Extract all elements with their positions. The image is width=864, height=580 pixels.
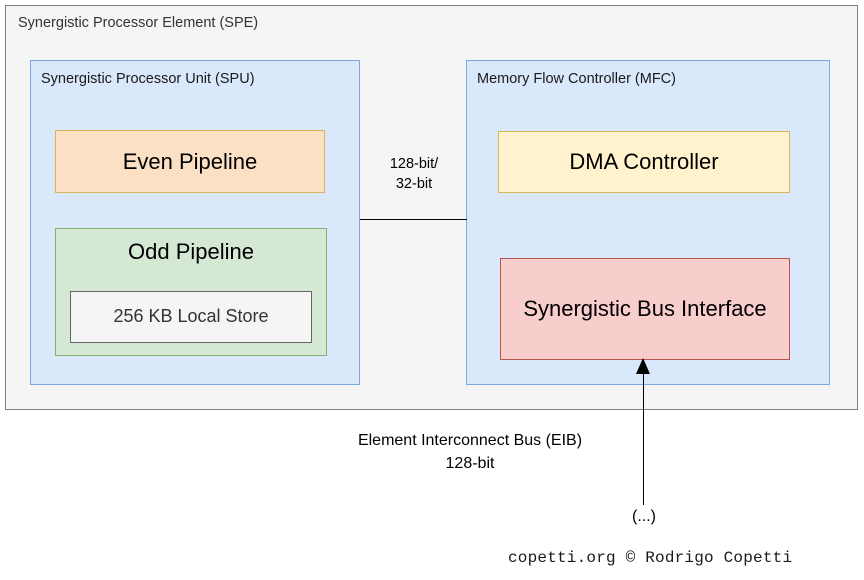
node-even-pipeline: Even Pipeline bbox=[55, 130, 325, 193]
eib-arrow-head-icon bbox=[636, 358, 650, 374]
node-local-store: 256 KB Local Store bbox=[70, 291, 312, 343]
footer-credit: copetti.org © Rodrigo Copetti bbox=[508, 549, 793, 567]
eib-name: Element Interconnect Bus (EIB) bbox=[357, 432, 583, 449]
eib-label: Element Interconnect Bus (EIB) 128-bit bbox=[290, 429, 650, 475]
bitwidth-line-1: 128-bit/ bbox=[389, 156, 439, 172]
node-dma-controller: DMA Controller bbox=[498, 131, 790, 193]
node-synergistic-bus-interface: Synergistic Bus Interface bbox=[500, 258, 790, 360]
spu-mfc-bitwidth-label: 128-bit/ 32-bit bbox=[355, 155, 473, 194]
bitwidth-line-2: 32-bit bbox=[395, 175, 433, 192]
eib-continuation-label: (...) bbox=[632, 508, 656, 525]
mfc-title: Memory Flow Controller (MFC) bbox=[477, 71, 676, 87]
eib-bitwidth: 128-bit bbox=[445, 455, 495, 473]
spu-title: Synergistic Processor Unit (SPU) bbox=[41, 71, 255, 87]
eib-arrow-line bbox=[643, 372, 644, 505]
spu-mfc-connector-line bbox=[360, 219, 467, 220]
spe-title: Synergistic Processor Element (SPE) bbox=[18, 15, 259, 31]
